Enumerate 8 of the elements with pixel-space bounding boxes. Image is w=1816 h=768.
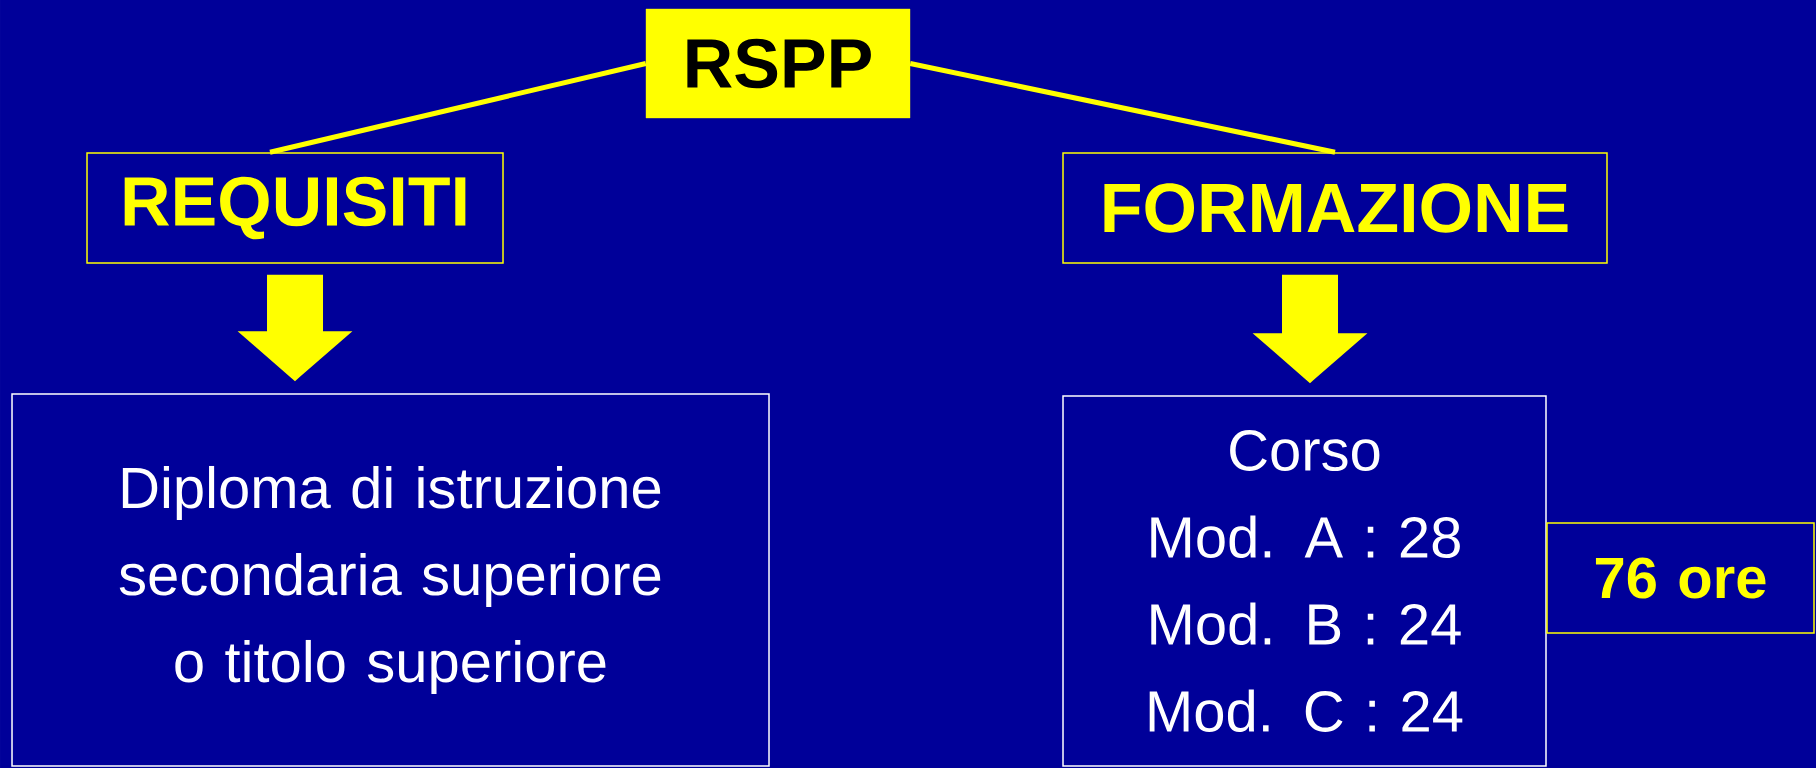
connector-line [269,61,647,155]
connector-line [909,61,1336,155]
content-box: Corso Mod. A : 28 Mod. B : 24 Mod. C : 24 [1062,395,1547,767]
heading-box: REQUISITI [86,152,504,264]
total-box: 76 ore [1546,522,1815,634]
content-box: Diploma di istruzione secondaria superiore o titolo superiore [11,393,770,767]
heading-box: FORMAZIONE [1062,152,1608,264]
title-box: RSPP [645,8,911,119]
